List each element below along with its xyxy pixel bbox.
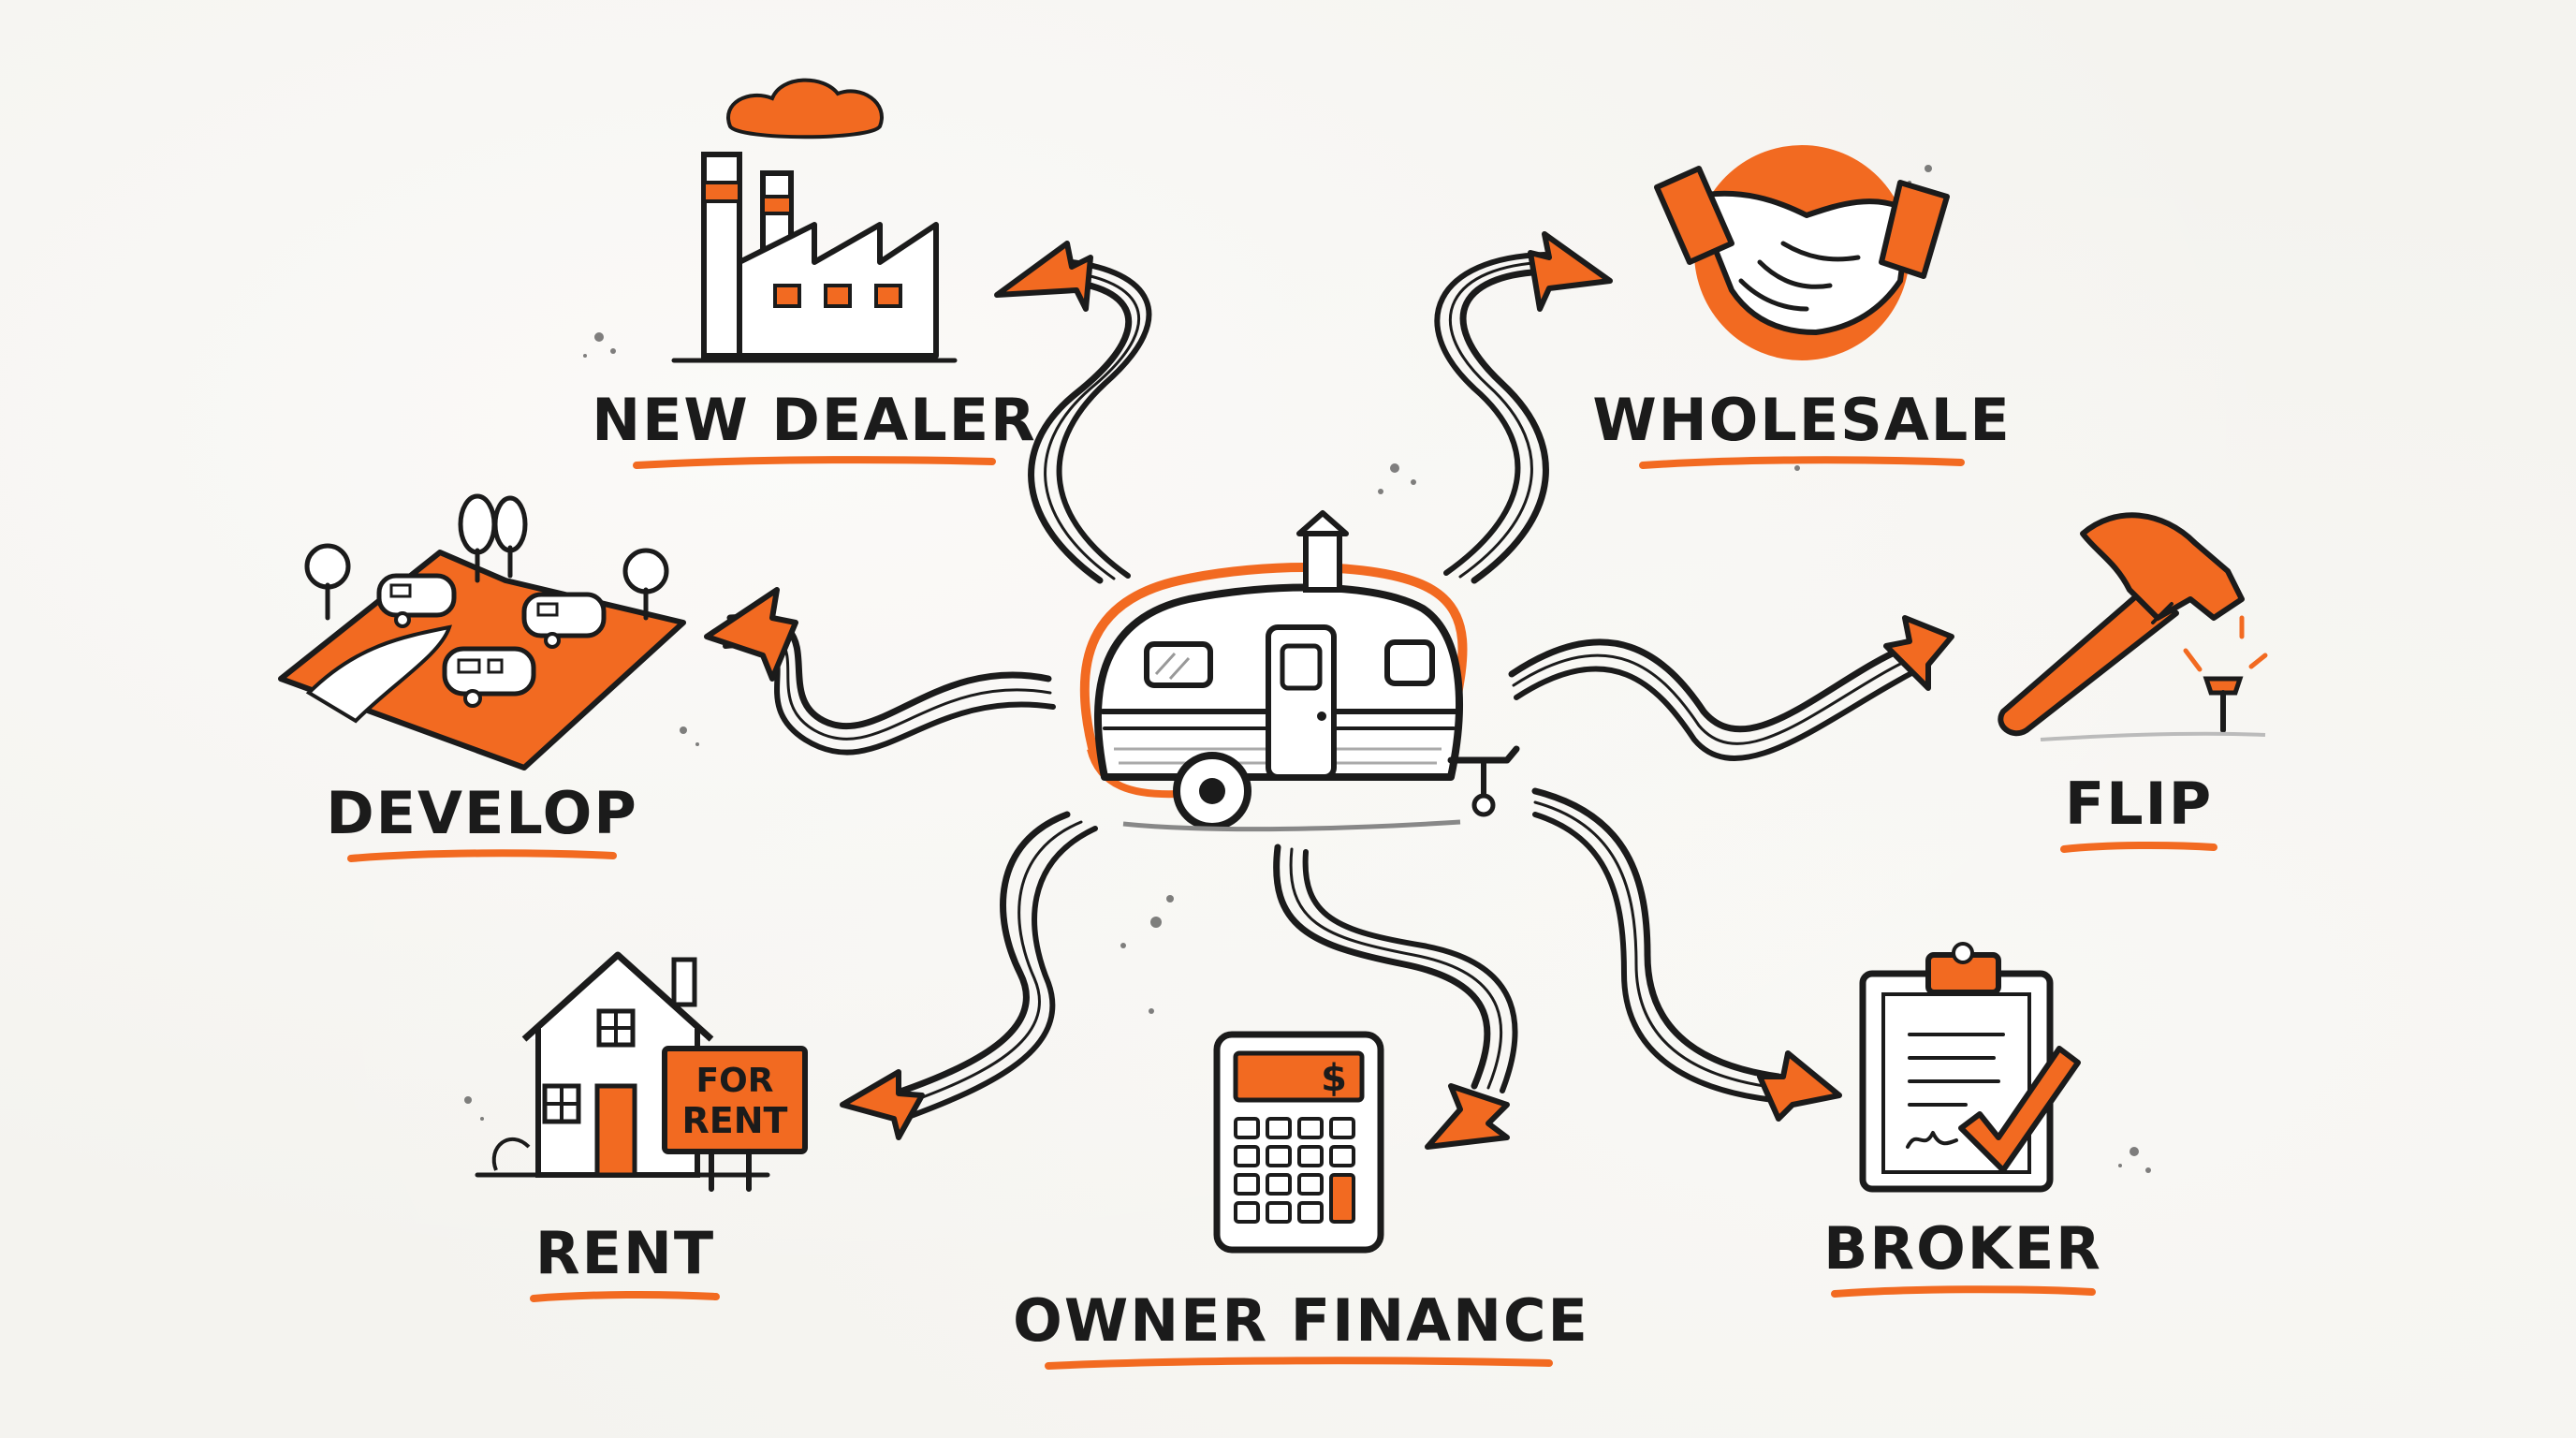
land-park-icon — [278, 493, 686, 770]
calculator-dollar-sign: $ — [1321, 1057, 1347, 1100]
label-flip: FLIP — [2065, 770, 2213, 838]
arrowhead-broker — [1757, 1050, 1842, 1122]
node-develop: DEVELOP — [278, 493, 686, 862]
underline-rent — [530, 1290, 720, 1302]
arrowhead-rent — [840, 1069, 925, 1140]
mini-trailer-icon — [376, 573, 607, 708]
label-new-dealer: NEW DEALER — [592, 386, 1037, 454]
hammer-icon — [1998, 512, 2268, 741]
arrowhead-develop — [704, 587, 798, 682]
underline-owner-finance — [1045, 1357, 1553, 1370]
node-new-dealer: NEW DEALER — [592, 78, 1037, 469]
arrowhead-new-dealer — [994, 241, 1093, 312]
arrow-to-new-dealer — [994, 241, 1152, 584]
handshake-icon — [1654, 145, 1950, 360]
house-for-rent-icon: FOR RENT — [475, 951, 808, 1192]
label-owner-finance: OWNER FINANCE — [1013, 1286, 1589, 1355]
sign-rent: RENT — [682, 1100, 788, 1141]
arrowhead-wholesale — [1528, 231, 1613, 312]
ink-splatter — [464, 165, 2151, 1173]
arrow-to-develop — [704, 587, 1056, 756]
arrow-to-owner-finance — [1273, 844, 1518, 1150]
label-wholesale: WHOLESALE — [1592, 386, 2011, 454]
arrowhead-flip — [1883, 615, 1954, 691]
arrow-to-flip — [1508, 615, 1954, 761]
arrowhead-owner-finance — [1425, 1083, 1510, 1150]
node-flip: FLIP — [1998, 512, 2268, 853]
tree-icon — [304, 493, 669, 621]
connectors — [704, 231, 1954, 1150]
underline-flip — [2060, 841, 2217, 853]
calculator-icon: $ — [1213, 1031, 1384, 1254]
underline-develop — [347, 849, 617, 862]
node-owner-finance: $ OWNER FINANCE — [1013, 1031, 1589, 1370]
underline-broker — [1831, 1285, 2096, 1298]
clipboard-check-icon — [1859, 942, 2081, 1193]
underline-wholesale — [1639, 456, 1965, 469]
underline-new-dealer — [633, 456, 996, 469]
label-broker: BROKER — [1823, 1214, 2102, 1283]
arrow-to-wholesale — [1434, 231, 1613, 584]
camper-trailer-icon — [1079, 510, 1520, 832]
node-rent: FOR RENT RENT — [475, 951, 808, 1302]
arrow-to-broker — [1531, 787, 1842, 1122]
node-wholesale: WHOLESALE — [1592, 145, 2011, 469]
node-broker: BROKER — [1823, 942, 2102, 1298]
label-develop: DEVELOP — [326, 779, 638, 847]
calculator-keys — [1234, 1117, 1355, 1224]
label-rent: RENT — [535, 1219, 715, 1287]
arrow-to-rent — [840, 811, 1098, 1140]
sign-for: FOR — [696, 1062, 774, 1100]
factory-icon — [671, 78, 958, 363]
